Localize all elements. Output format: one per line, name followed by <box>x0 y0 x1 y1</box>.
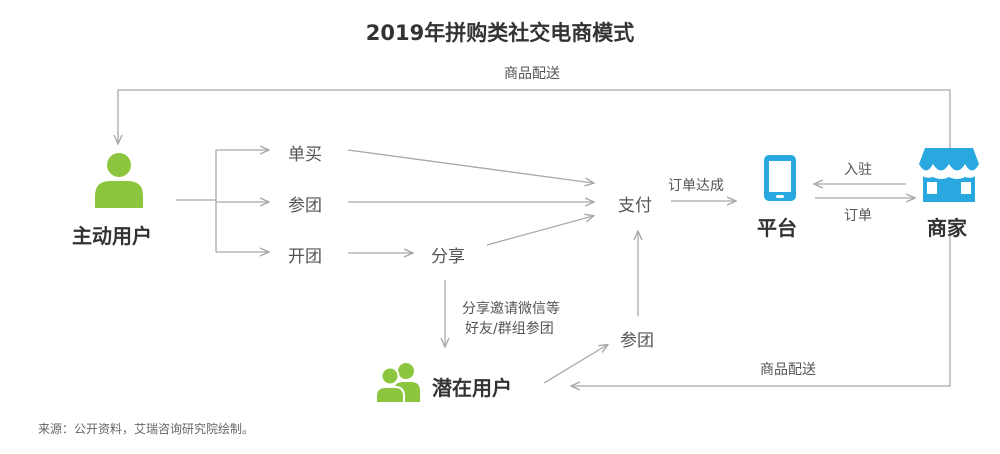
edge-delivery-top: 商品配送 <box>504 66 560 82</box>
source-note: 来源：公开资料，艾瑞咨询研究院绘制。 <box>38 422 255 436</box>
arrow-potential-to-join <box>543 345 607 384</box>
edge-order-reached: 订单达成 <box>668 178 724 194</box>
platform-label: 平台 <box>757 216 797 240</box>
step-join-group: 参团 <box>288 196 322 216</box>
arrow-delivery-bottom <box>572 232 951 386</box>
page-title: 2019年拼购类社交电商模式 <box>365 21 635 45</box>
tablet-icon <box>764 155 796 201</box>
edge-invite-line2: 好友/群组参团 <box>465 321 554 337</box>
edge-settle-in: 入驻 <box>844 162 872 178</box>
step-share: 分享 <box>431 247 465 267</box>
step-pay: 支付 <box>618 196 652 216</box>
potential-user-label: 潜在用户 <box>432 376 512 400</box>
people-icon <box>375 363 420 404</box>
edge-order: 订单 <box>844 208 872 224</box>
arrow-delivery-top <box>118 89 951 148</box>
step-join-group-2: 参团 <box>620 331 654 351</box>
arrow-share-to-pay <box>486 216 593 246</box>
edge-delivery-bottom: 商品配送 <box>760 362 816 378</box>
edge-invite-line1: 分享邀请微信等 <box>462 301 560 317</box>
person-icon <box>95 153 143 208</box>
merchant-label: 商家 <box>927 216 967 240</box>
step-open-group: 开团 <box>288 247 322 267</box>
step-single-buy: 单买 <box>288 145 322 165</box>
shop-icon <box>919 148 979 202</box>
active-user-label: 主动用户 <box>72 224 152 248</box>
arrow-single-to-pay <box>347 149 593 183</box>
